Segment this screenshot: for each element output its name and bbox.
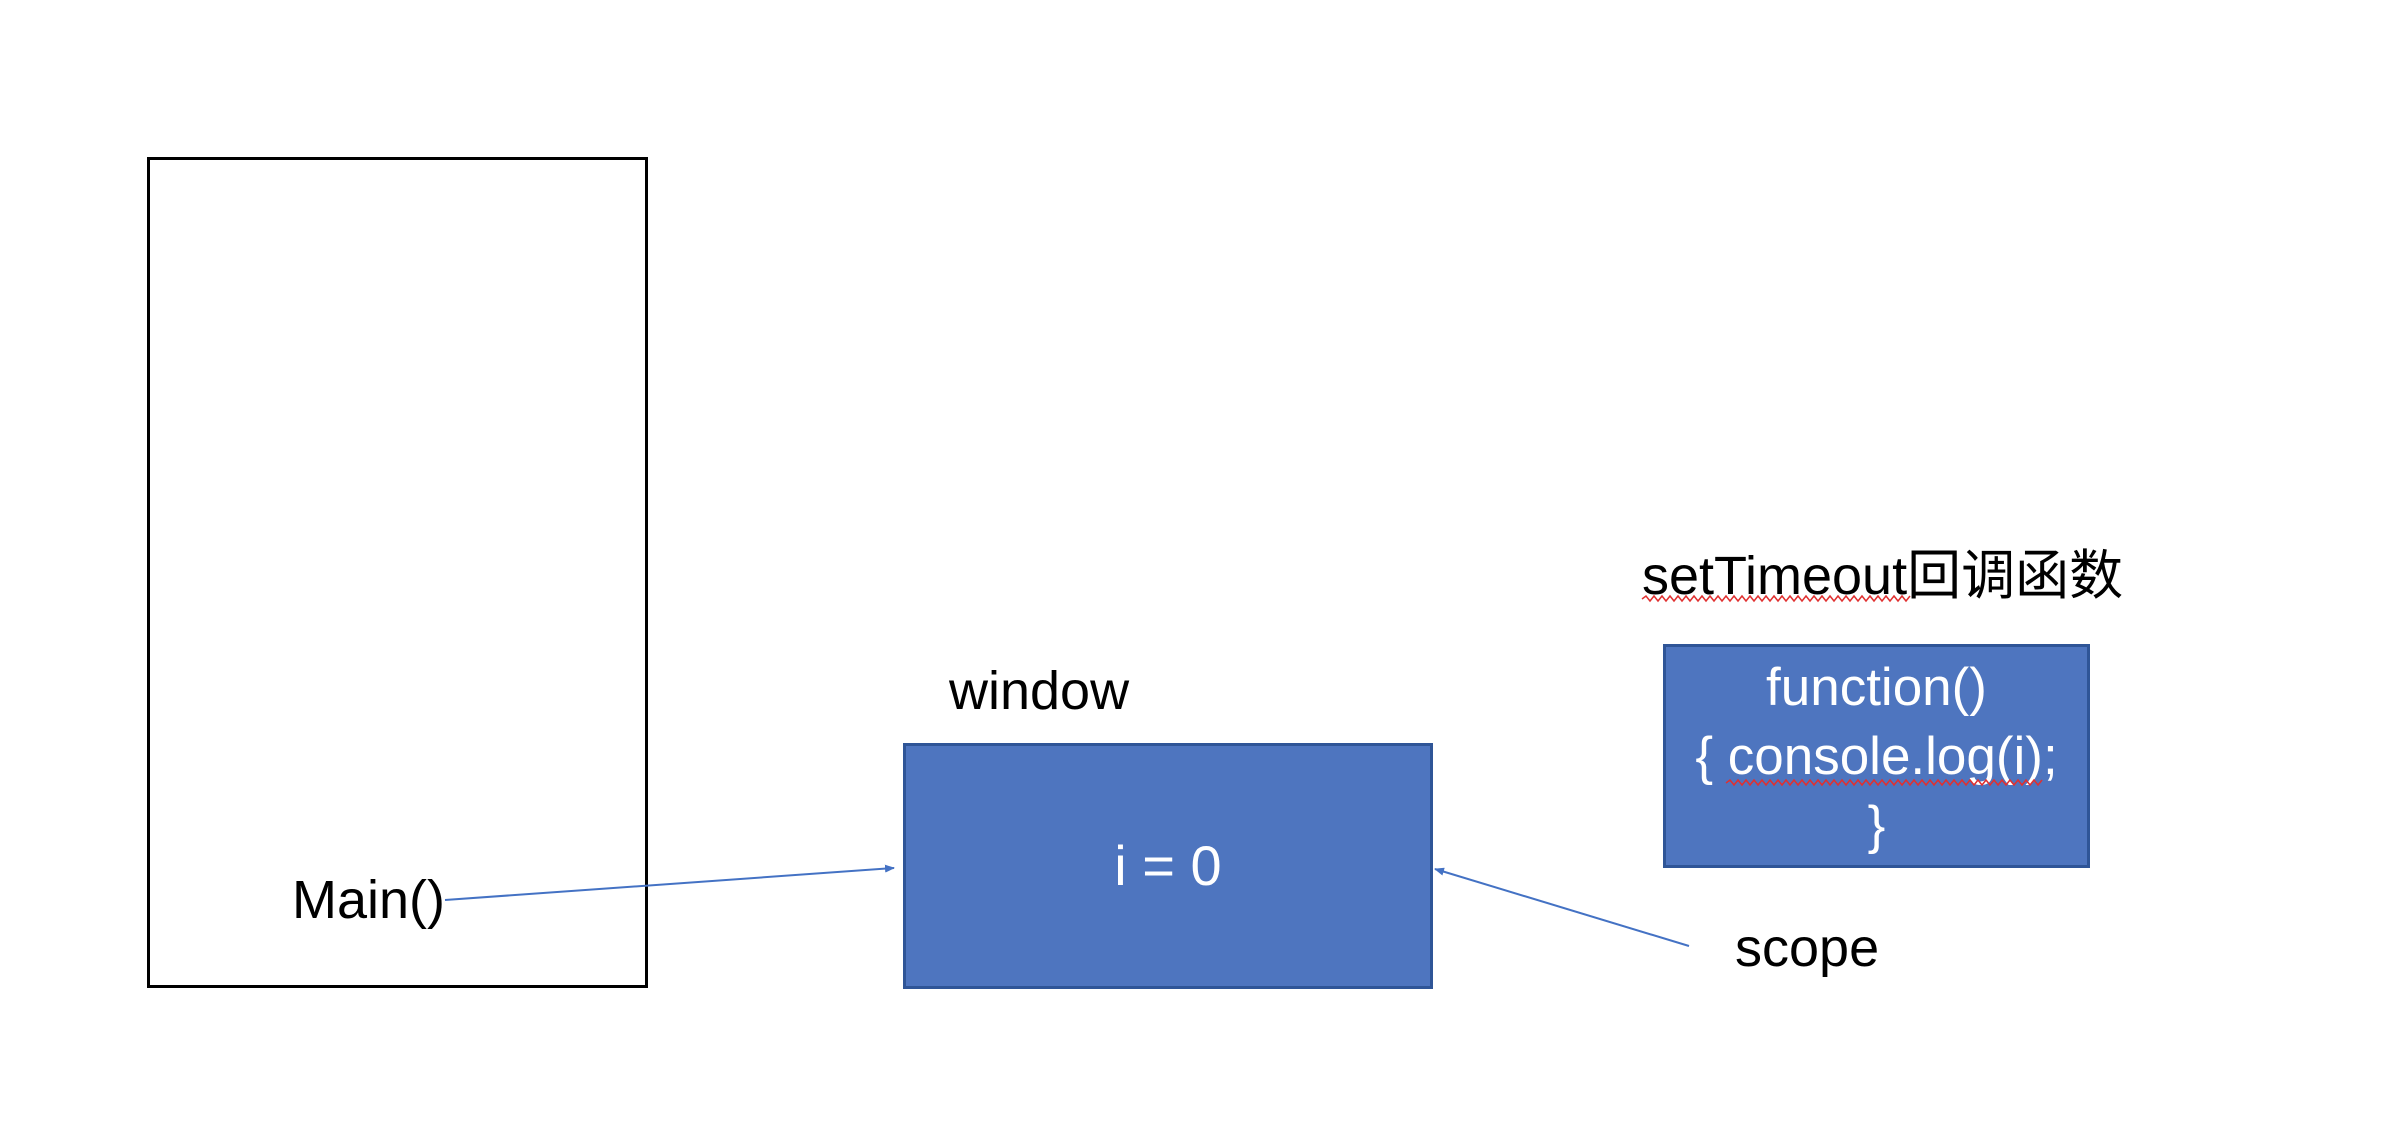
callback-line: function() xyxy=(1766,657,1987,717)
callback-line: { console.log(i); xyxy=(1695,726,2058,786)
callback-title: setTimeout回调函数 xyxy=(1642,546,2124,606)
scope-label: scope xyxy=(1735,918,1880,978)
arrow-scope-to-window xyxy=(1434,867,1690,947)
callback-line: } xyxy=(1867,795,1886,855)
callback-function-box: function() { console.log(i); } xyxy=(1663,644,2090,868)
window-scope-box: i = 0 xyxy=(903,743,1433,989)
window-box-text: i = 0 xyxy=(1114,834,1222,897)
main-label: Main() xyxy=(292,870,446,930)
call-stack-frame xyxy=(147,157,648,988)
window-label: window xyxy=(949,661,1130,721)
